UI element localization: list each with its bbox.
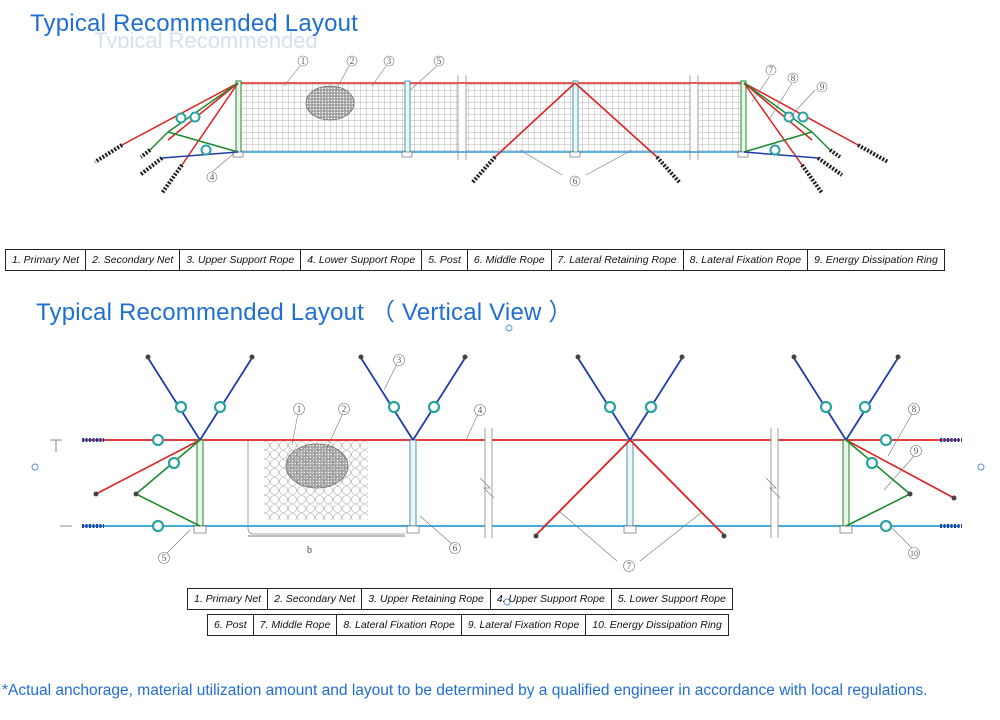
callout-leaders (211, 65, 816, 176)
post (623, 439, 637, 534)
legend-item: 8. Lateral Fixation Rope (682, 249, 809, 271)
legend-item: 1. Primary Net (186, 588, 269, 610)
energy-dissipation-ring (151, 400, 893, 533)
left-lateral-ropes (121, 82, 239, 166)
legend-item: 9. Energy Dissipation Ring (807, 249, 945, 271)
callout-circles (206, 55, 828, 187)
anchor (93, 143, 184, 195)
callout-2: 2 (342, 404, 347, 414)
primary-net-panel-right (698, 83, 742, 152)
right-lateral-ropes (845, 439, 955, 527)
callout-9: 9 (820, 82, 825, 92)
callout-5: 5 (162, 553, 167, 563)
legend-bottom-row1: 1. Primary Net 2. Secondary Net 3. Upper… (186, 588, 733, 610)
legend-item: 5. Post (421, 249, 468, 271)
callout-3: 3 (397, 355, 402, 365)
legend-item: 2. Secondary Net (267, 588, 363, 610)
right-lateral-ropes (743, 82, 859, 166)
post (406, 439, 420, 534)
post (569, 80, 581, 158)
upper-retaining-rope (147, 357, 899, 441)
legend-item: 7. Middle Rope (252, 614, 338, 636)
anchor-tip (93, 491, 139, 497)
vertical-view: b (31, 324, 985, 606)
callout-10: 10 (910, 549, 918, 558)
anchor-tip (907, 491, 957, 501)
left-lateral-ropes (95, 439, 201, 527)
middle-rope (535, 439, 725, 536)
callout-6: 6 (453, 543, 458, 553)
anchor (82, 438, 962, 528)
callout-8: 8 (912, 404, 917, 414)
legend-bottom-row2: 6. Post 7. Middle Rope 8. Lateral Fixati… (207, 614, 729, 636)
callout-7: 7 (627, 561, 632, 571)
legend-item: 4. Upper Support Rope (489, 588, 612, 610)
legend-item: 8. Lateral Fixation Rope (336, 614, 462, 636)
legend-item: 5. Lower Support Rope (610, 588, 733, 610)
legend-item: 1. Primary Net (4, 249, 87, 271)
elevation-view: 1 2 3 5 4 6 7 8 9 (93, 55, 889, 195)
legend-item: 3. Upper Support Rope (179, 249, 302, 271)
callout-leaders (165, 363, 915, 562)
callout-6: 6 (573, 176, 578, 186)
break-mark (479, 428, 781, 538)
net-outline (247, 440, 405, 535)
dimension-b-label: b (307, 545, 312, 556)
callout-9: 9 (914, 446, 919, 456)
secondary-net-patch (305, 85, 355, 121)
post (232, 80, 244, 158)
legend-item: 6. Post (207, 614, 254, 636)
post (193, 439, 207, 534)
legend-item: 6. Middle Rope (466, 249, 552, 271)
legend-item: 7. Lateral Retaining Rope (550, 249, 684, 271)
title-reflection: Typical Recommended Layout (94, 28, 318, 48)
dimension-marks (50, 439, 405, 537)
callout-5: 5 (437, 56, 442, 66)
callout-4: 4 (210, 172, 215, 182)
post (737, 80, 749, 158)
callout-2: 2 (350, 56, 355, 66)
break-mark (457, 75, 699, 160)
footnote: *Actual anchorage, material utilization … (2, 682, 928, 699)
callout-circles (158, 354, 922, 572)
callout-7: 7 (769, 65, 774, 75)
energy-dissipation-ring (769, 111, 809, 156)
legend-item: 4. Lower Support Rope (300, 249, 423, 271)
anchor (470, 155, 682, 185)
legend-top: 1. Primary Net 2. Secondary Net 3. Upper… (4, 249, 945, 271)
anchor (800, 143, 889, 195)
callout-4: 4 (478, 405, 483, 415)
callout-3: 3 (387, 56, 392, 66)
middle-rope (494, 82, 658, 158)
post (839, 439, 853, 534)
callout-8: 8 (791, 73, 796, 83)
legend-item: 9. Lateral Fixation Rope (460, 614, 587, 636)
anchor-tip (145, 354, 901, 360)
page-title-top: Typical Recommended Layout (30, 10, 359, 37)
legend-item: 10. Energy Dissipation Ring (585, 614, 729, 636)
energy-dissipation-ring (175, 111, 212, 156)
callout-1: 1 (301, 56, 306, 66)
legend-item: 2. Secondary Net (85, 249, 181, 271)
legend-item: 3. Upper Retaining Rope (361, 588, 491, 610)
post (401, 80, 413, 158)
callout-1: 1 (297, 404, 302, 414)
secondary-net-patch (285, 443, 349, 489)
anchor-tip (533, 533, 727, 539)
page-title-vertical-view: Typical Recommended Layout （ Vertical Vi… (36, 299, 573, 326)
